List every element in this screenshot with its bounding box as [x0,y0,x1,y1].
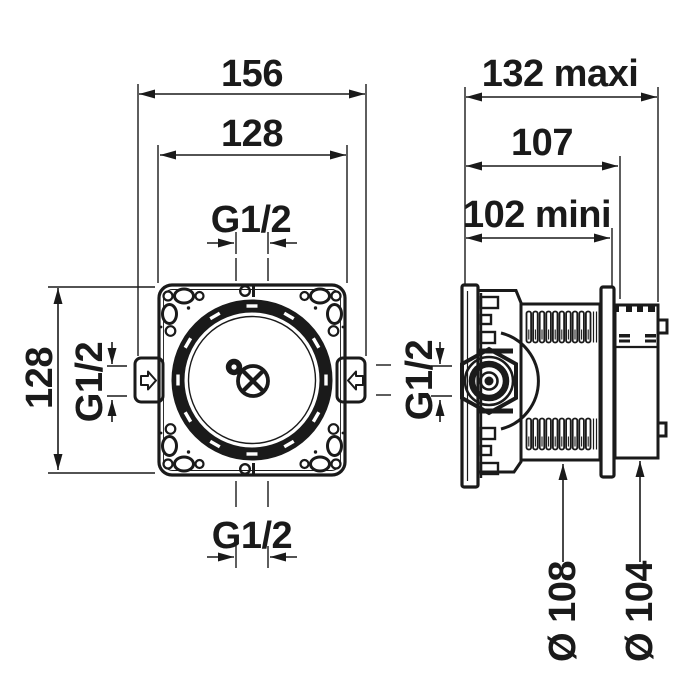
dim-width-outer-label: 156 [221,53,283,95]
dim-depth-max-label: 132 maxi [482,53,639,95]
dim-diameter-sleeve-label: Ø 104 [619,561,661,662]
rib-band-bottom [525,417,598,451]
dim-thread-inlet: G1/2 [399,340,452,422]
dome-profile [500,331,540,431]
dim-thread-inlet-label: G1/2 [399,340,441,420]
inlet-port [460,346,518,416]
dim-thread-side: G1/2 [69,342,391,422]
side-view [460,283,669,489]
front-view [133,283,367,477]
dim-depth-min: 102 mini [463,194,613,286]
rib-band-top [525,310,598,344]
left-arrow-icon [347,370,364,391]
dim-depth-mid: 107 [466,122,621,299]
valve-center-icon [225,358,270,398]
dim-diameter-body-label: Ø 108 [542,561,584,662]
rear-housing [613,303,669,460]
dim-height: 128 [19,286,155,474]
dim-depth-mid-label: 107 [511,122,573,164]
dim-depth-max: 132 maxi [464,53,659,302]
mounting-plate [599,285,616,479]
dim-thread-bottom-label: G1/2 [212,515,292,557]
dim-thread-top: G1/2 [207,199,297,281]
front-flange [460,283,540,489]
dim-diameter-body: Ø 108 [542,464,584,662]
top-screw-mark [238,285,255,298]
dim-width-inner-label: 128 [221,113,283,155]
dim-thread-side-label: G1/2 [69,342,111,422]
dim-thread-top-label: G1/2 [211,199,291,241]
right-mounting-tab [335,356,367,404]
dim-depth-min-label: 102 mini [463,194,611,236]
left-mounting-tab [133,356,165,404]
dim-diameter-sleeve: Ø 104 [619,461,661,662]
dim-width-outer: 156 [137,53,367,356]
housing-ring [171,299,333,461]
dim-height-label: 128 [19,347,61,409]
dim-width-inner: 128 [157,113,348,283]
dim-thread-bottom: G1/2 [207,481,297,568]
right-arrow-icon [140,370,157,391]
bottom-screw-mark [238,463,255,476]
